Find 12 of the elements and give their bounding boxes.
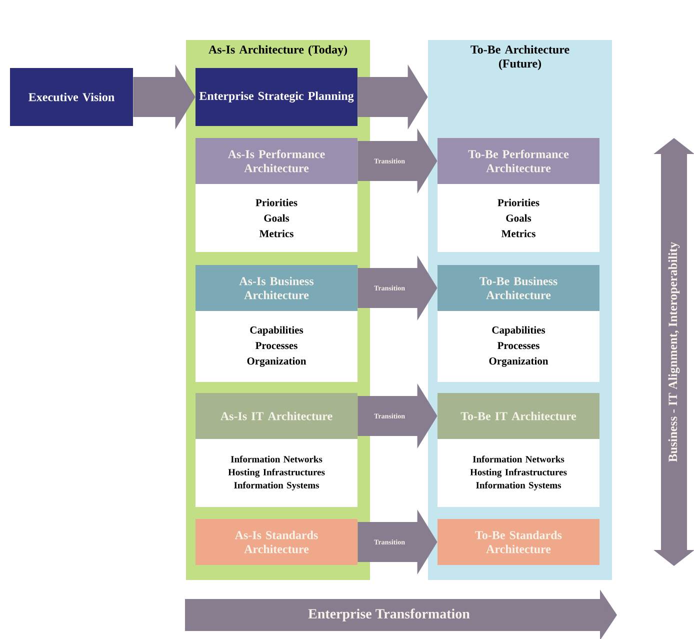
architecture-card: As-Is IT Architecture Information Networks Hosting Infrastructures Information Systems: [196, 393, 358, 507]
architecture-card: To-Be Business Architecture Capabilities Processes Organization: [438, 265, 600, 382]
arrow-label: Business - IT Alignment, Interoperability: [668, 242, 680, 462]
process-box: Executive Vision: [10, 68, 133, 126]
arrow-label: Enterprise Transformation: [308, 608, 470, 622]
architecture-card: As-Is Standards Architecture: [196, 519, 358, 565]
architecture-card: To-Be IT Architecture Information Networks Hosting Infrastructures Information Systems: [438, 393, 600, 507]
architecture-card: To-Be Performance Architecture Priorities Goals Metrics: [438, 138, 600, 252]
process-box: Enterprise Strategic Planning: [196, 68, 358, 126]
architecture-card: To-Be Standards Architecture: [438, 519, 600, 565]
architecture-card: As-Is Performance Architecture Priorities Goals Metrics: [196, 138, 358, 252]
architecture-card: As-Is Business Architecture Capabilities Processes Organization: [196, 265, 358, 382]
